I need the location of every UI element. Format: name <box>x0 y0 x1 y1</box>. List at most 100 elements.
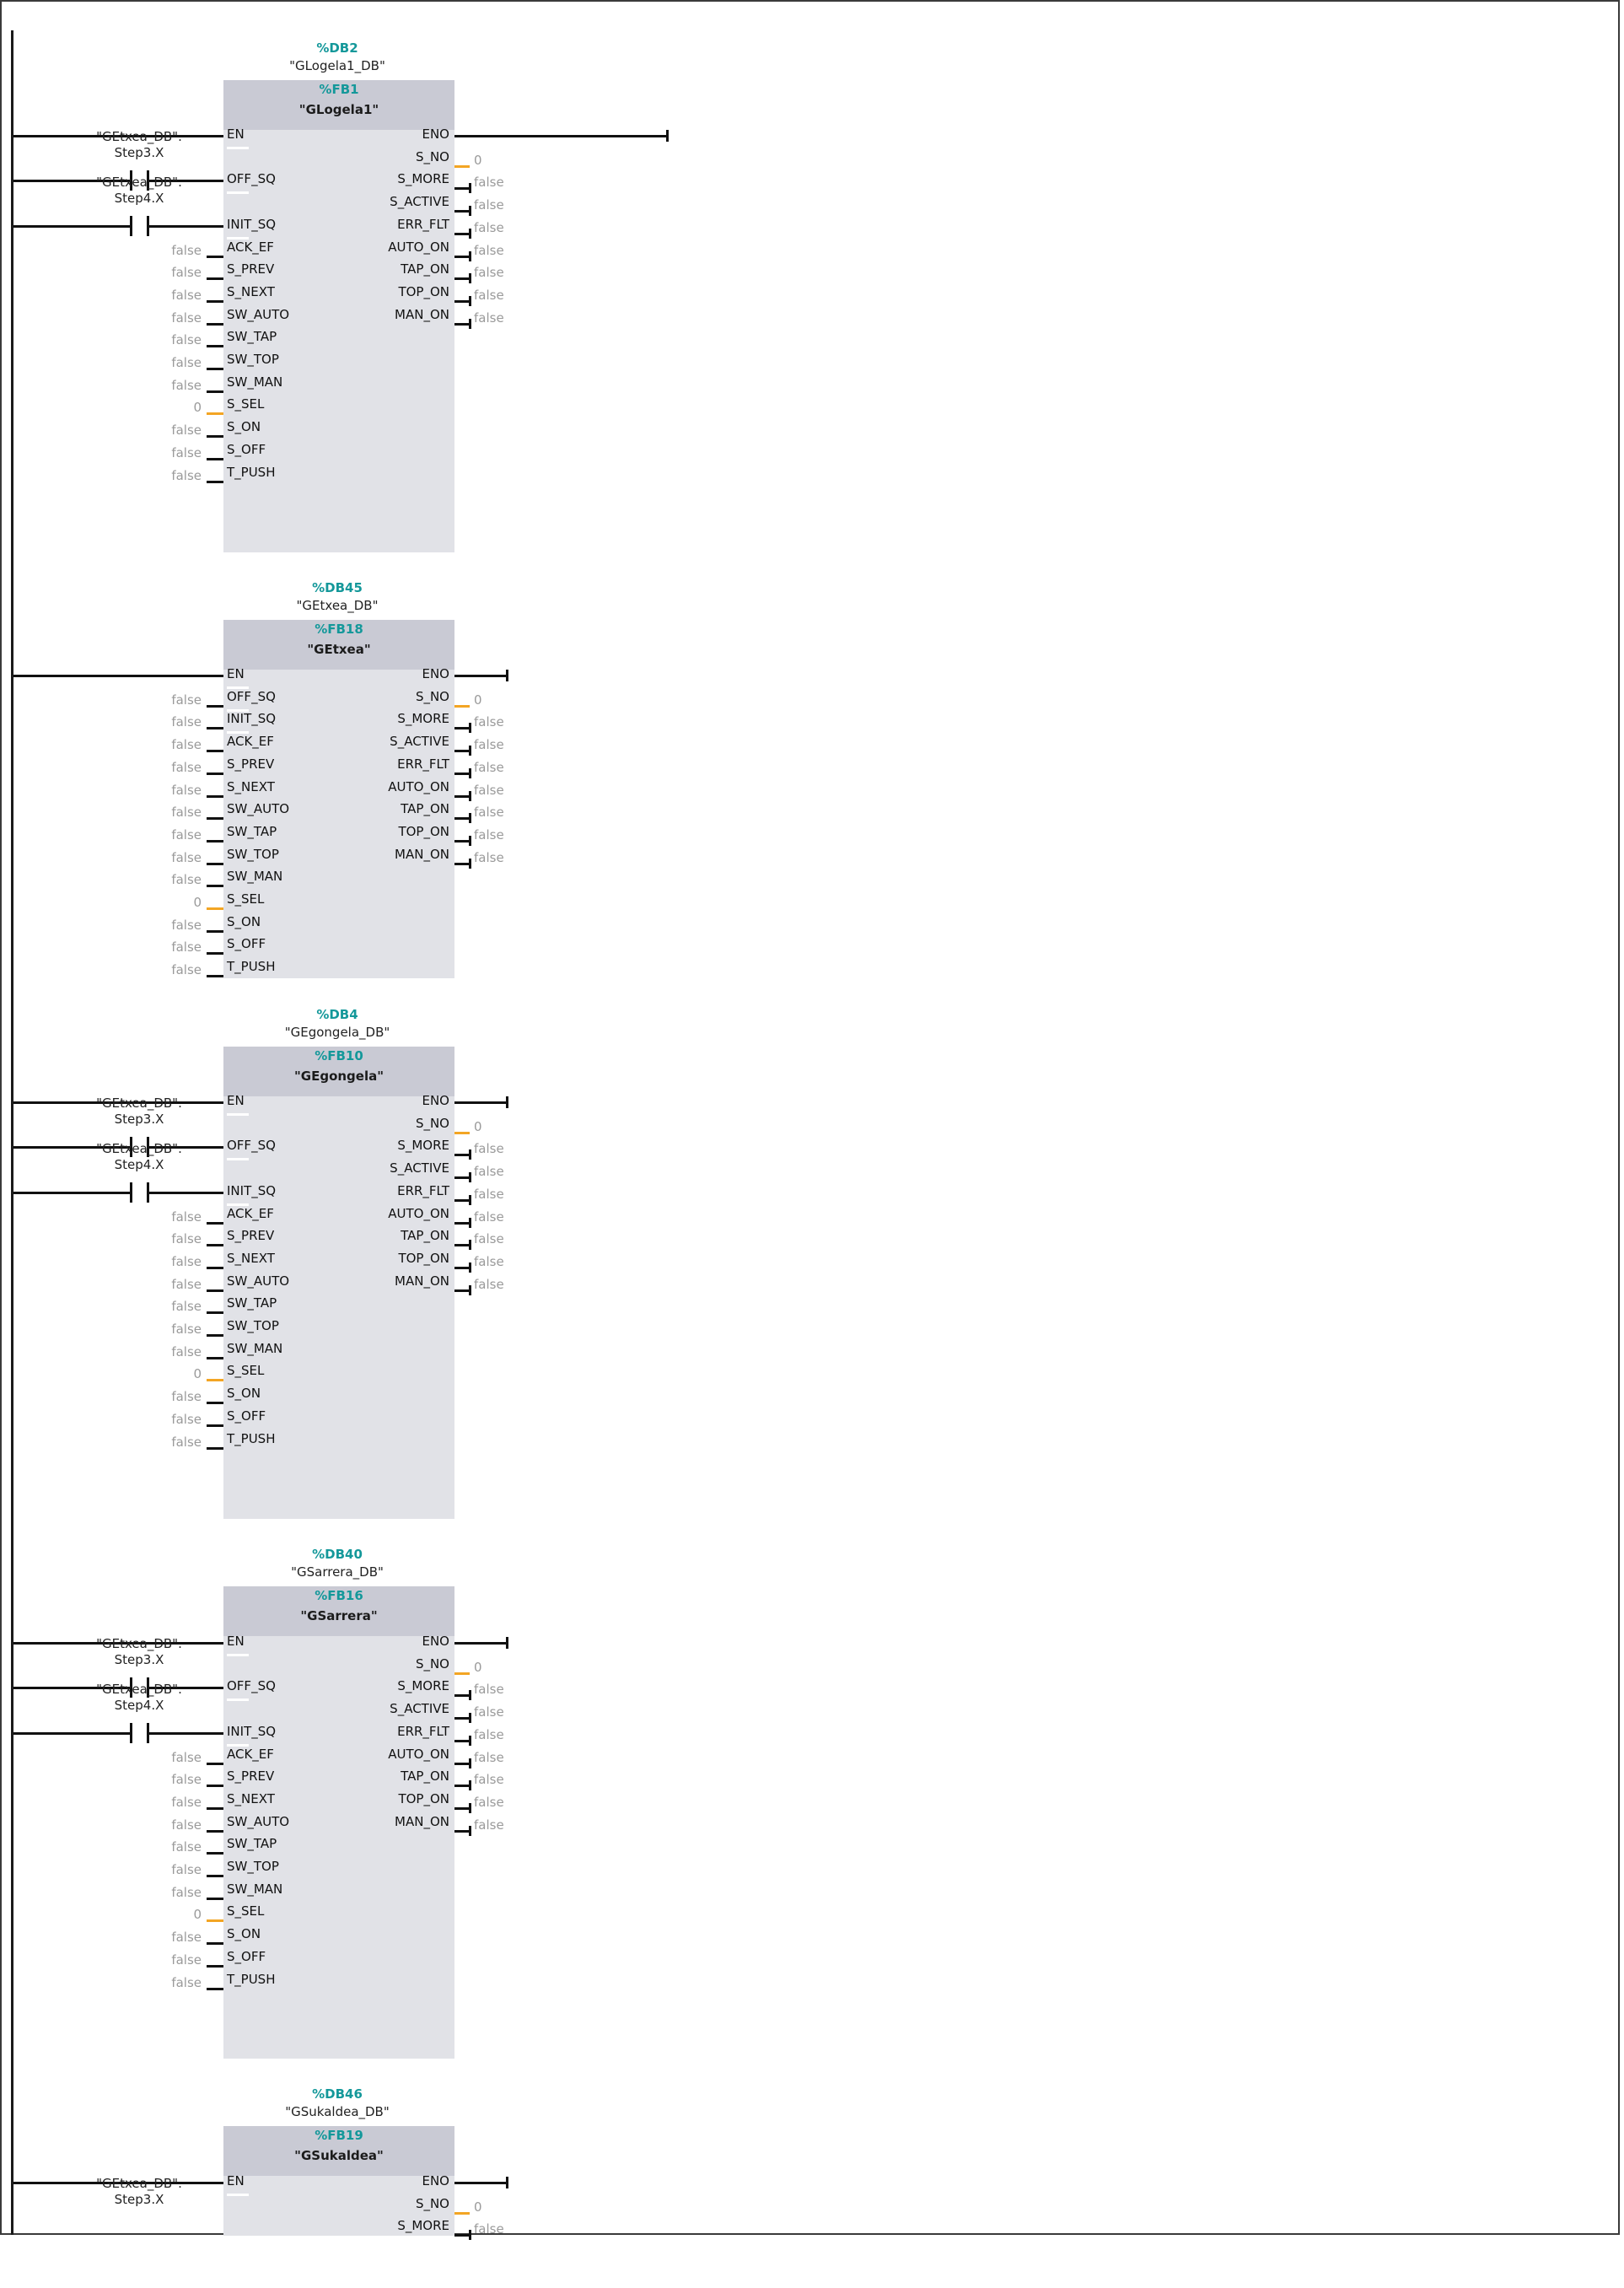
input-pin-en[interactable]: EN <box>227 1634 245 1649</box>
contact-no[interactable] <box>147 1722 149 1743</box>
output-value[interactable]: false <box>474 714 504 730</box>
input-value[interactable]: false <box>171 1276 202 1292</box>
input-pin-off_sq[interactable]: OFF_SQ <box>227 688 276 704</box>
output-value[interactable]: false <box>474 1276 504 1292</box>
input-value[interactable]: false <box>171 467 202 483</box>
input-pin-sw_top[interactable]: SW_TOP <box>227 352 279 367</box>
output-value[interactable]: 0 <box>474 152 482 168</box>
input-value[interactable]: false <box>171 287 202 303</box>
output-value[interactable]: false <box>474 310 504 326</box>
output-value[interactable]: false <box>474 737 504 753</box>
input-value[interactable]: false <box>171 332 202 348</box>
input-value[interactable]: false <box>171 1862 202 1877</box>
output-pin-s_no[interactable]: S_NO <box>415 2195 449 2211</box>
input-pin-sw_man[interactable]: SW_MAN <box>227 1340 283 1356</box>
input-value[interactable]: false <box>171 737 202 753</box>
input-value[interactable]: false <box>171 1974 202 1990</box>
output-pin-s_active[interactable]: S_ACTIVE <box>390 1701 449 1717</box>
contact-no[interactable] <box>147 1137 149 1158</box>
output-pin-err_flt[interactable]: ERR_FLT <box>397 216 449 232</box>
contact-no[interactable] <box>147 1182 149 1203</box>
output-value[interactable]: false <box>474 1186 504 1202</box>
input-pin-s_off[interactable]: S_OFF <box>227 1948 266 1964</box>
input-pin-s_sel[interactable]: S_SEL <box>227 1363 265 1379</box>
input-pin-sw_top[interactable]: SW_TOP <box>227 1318 279 1333</box>
input-pin-sw_tap[interactable]: SW_TAP <box>227 1836 277 1852</box>
output-pin-auto_on[interactable]: AUTO_ON <box>388 1205 449 1221</box>
output-value[interactable]: false <box>474 1704 504 1720</box>
output-pin-man_on[interactable]: MAN_ON <box>395 1273 449 1289</box>
output-pin-eno[interactable]: ENO <box>422 666 449 681</box>
output-value[interactable]: false <box>474 219 504 235</box>
input-pin-en[interactable]: EN <box>227 127 245 142</box>
output-value[interactable]: false <box>474 1794 504 1810</box>
output-pin-top_on[interactable]: TOP_ON <box>398 823 449 839</box>
input-pin-t_push[interactable]: T_PUSH <box>227 1430 276 1446</box>
output-pin-s_more[interactable]: S_MORE <box>397 171 449 187</box>
input-value[interactable]: false <box>171 1884 202 1900</box>
output-pin-auto_on[interactable]: AUTO_ON <box>388 778 449 794</box>
output-value[interactable]: 0 <box>474 1118 482 1134</box>
output-value[interactable]: 0 <box>474 2199 482 2215</box>
input-value[interactable]: 0 <box>193 1907 202 1923</box>
input-pin-sw_auto[interactable]: SW_AUTO <box>227 1273 290 1289</box>
output-pin-s_more[interactable]: S_MORE <box>397 1138 449 1154</box>
input-pin-off_sq[interactable]: OFF_SQ <box>227 1678 276 1694</box>
output-pin-tap_on[interactable]: TAP_ON <box>401 801 449 817</box>
input-value[interactable]: false <box>171 1209 202 1225</box>
input-pin-t_push[interactable]: T_PUSH <box>227 464 276 480</box>
output-pin-eno[interactable]: ENO <box>422 127 449 142</box>
input-value[interactable]: false <box>171 1322 202 1337</box>
input-pin-ack_ef[interactable]: ACK_EF <box>227 1205 274 1221</box>
output-pin-tap_on[interactable]: TAP_ON <box>401 1228 449 1244</box>
input-pin-off_sq[interactable]: OFF_SQ <box>227 171 276 187</box>
contact-no[interactable] <box>130 1182 132 1203</box>
output-value[interactable]: false <box>474 1749 504 1765</box>
output-value[interactable]: false <box>474 265 504 281</box>
input-pin-sw_auto[interactable]: SW_AUTO <box>227 1813 290 1829</box>
output-value[interactable]: false <box>474 1164 504 1180</box>
input-pin-ack_ef[interactable]: ACK_EF <box>227 239 274 255</box>
input-value[interactable]: false <box>171 849 202 865</box>
input-pin-init_sq[interactable]: INIT_SQ <box>227 1182 277 1198</box>
output-pin-err_flt[interactable]: ERR_FLT <box>397 756 449 772</box>
input-value[interactable]: false <box>171 714 202 730</box>
output-pin-s_no[interactable]: S_NO <box>415 1115 449 1131</box>
output-pin-eno[interactable]: ENO <box>422 1093 449 1108</box>
input-pin-s_prev[interactable]: S_PREV <box>227 261 275 277</box>
input-pin-sw_tap[interactable]: SW_TAP <box>227 823 277 839</box>
output-value[interactable]: false <box>474 1682 504 1698</box>
input-pin-s_off[interactable]: S_OFF <box>227 1408 266 1424</box>
input-value[interactable]: false <box>171 1434 202 1450</box>
input-value[interactable]: false <box>171 423 202 439</box>
output-value[interactable]: false <box>474 197 504 213</box>
contact-no[interactable] <box>130 1722 132 1743</box>
input-value[interactable]: false <box>171 917 202 933</box>
output-value[interactable]: false <box>474 287 504 303</box>
input-pin-ack_ef[interactable]: ACK_EF <box>227 734 274 750</box>
input-pin-sw_tap[interactable]: SW_TAP <box>227 1295 277 1311</box>
input-pin-s_on[interactable]: S_ON <box>227 913 261 929</box>
output-value[interactable]: false <box>474 1141 504 1157</box>
input-pin-sw_man[interactable]: SW_MAN <box>227 1881 283 1897</box>
input-pin-sw_auto[interactable]: SW_AUTO <box>227 306 290 322</box>
input-value[interactable]: false <box>171 1930 202 1946</box>
output-pin-s_active[interactable]: S_ACTIVE <box>390 1160 449 1176</box>
output-pin-s_more[interactable]: S_MORE <box>397 2218 449 2234</box>
output-pin-top_on[interactable]: TOP_ON <box>398 283 449 299</box>
output-value[interactable]: false <box>474 1231 504 1247</box>
contact-no[interactable] <box>130 170 132 191</box>
output-value[interactable]: false <box>474 1209 504 1225</box>
input-value[interactable]: false <box>171 962 202 978</box>
input-value[interactable]: false <box>171 242 202 258</box>
input-value[interactable]: 0 <box>193 895 202 910</box>
input-value[interactable]: false <box>171 444 202 460</box>
contact-no[interactable] <box>147 1677 149 1699</box>
input-pin-en[interactable]: EN <box>227 1093 245 1108</box>
output-pin-auto_on[interactable]: AUTO_ON <box>388 1746 449 1762</box>
input-value[interactable]: false <box>171 1794 202 1810</box>
